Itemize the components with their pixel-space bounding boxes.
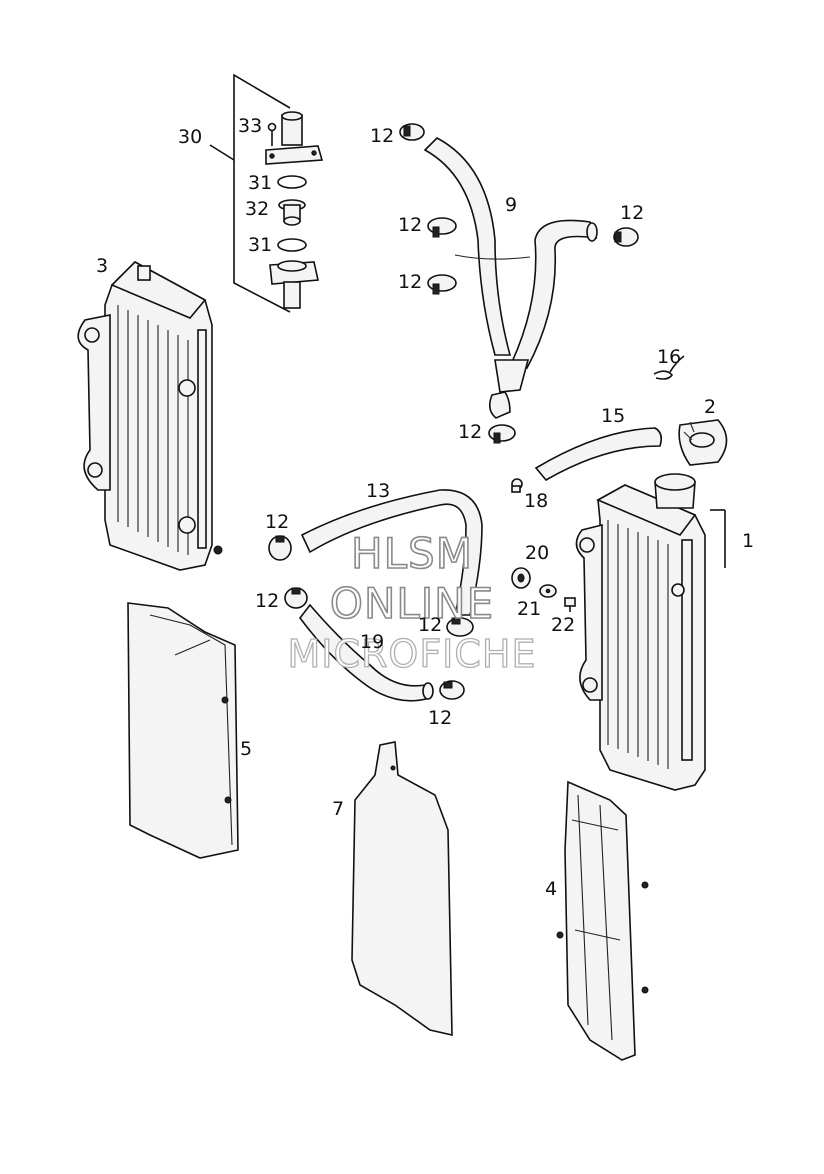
callout-21: 21 [517,598,542,620]
clamp-12-c [446,617,474,637]
callout-3: 3 [96,255,109,277]
callout-12-c: 12 [418,614,443,636]
callout-12-mid: 12 [398,214,423,236]
callout-18: 18 [524,490,549,512]
clip-16 [653,355,685,380]
callout-1: 1 [742,530,755,552]
clamp-12-low [427,274,457,295]
callout-12-right: 12 [620,202,645,224]
callout-12-top: 12 [370,125,395,147]
callout-16: 16 [657,346,682,368]
clamp-12-b [284,587,308,609]
callout-12-d: 12 [428,707,453,729]
washer-21 [539,584,557,598]
o-ring-31-lower [277,238,307,252]
watermark-line-3: MICROFICHE [287,632,537,676]
callout-31-upper: 31 [248,172,273,194]
upper-hose-9 [423,137,598,419]
watermark-line-1: HLSM [350,529,473,578]
callout-15: 15 [601,405,626,427]
radiator-right-1 [575,473,726,791]
thermostat-group [209,73,324,313]
thermostat-housing [269,260,319,309]
callout-12-a: 12 [265,511,290,533]
callout-12-low: 12 [398,271,423,293]
elbow-18 [511,478,523,493]
hose-13 [300,489,483,616]
callout-7: 7 [332,798,345,820]
screw-22 [564,597,576,612]
watermark-line-2: ONLINE [329,579,495,628]
callout-9: 9 [505,194,518,216]
guard-4 [556,780,649,1061]
clamp-12-y [488,424,516,444]
callout-19: 19 [360,631,385,653]
callout-33: 33 [238,115,263,137]
callout-31-lower: 31 [248,234,273,256]
hose-19 [298,603,434,702]
thermostat-cover [265,111,324,165]
callout-32: 32 [245,198,270,220]
callout-2: 2 [704,396,717,418]
callout-12-y: 12 [458,421,483,443]
clamp-12-mid [427,217,457,238]
grommet-20 [511,567,531,589]
clamp-12-a [268,535,292,561]
screw-33 [267,122,277,146]
o-ring-31-upper [277,175,307,189]
clamp-12-right [613,227,639,247]
callout-5: 5 [240,738,253,760]
callout-20: 20 [525,542,550,564]
callout-12-b: 12 [255,590,280,612]
callout-4: 4 [545,878,558,900]
overflow-hose-15 [534,427,662,482]
clamp-12-top [399,123,425,141]
callout-13: 13 [366,480,391,502]
shroud-5 [127,602,239,859]
callout-22: 22 [551,614,576,636]
radiator-left-3 [77,261,223,571]
plate-7 [351,741,453,1037]
radiator-cap-2 [678,419,728,466]
thermostat-32 [278,199,306,226]
hose-clamps [268,123,639,700]
callout-30: 30 [178,126,203,148]
clamp-12-d [439,680,465,700]
